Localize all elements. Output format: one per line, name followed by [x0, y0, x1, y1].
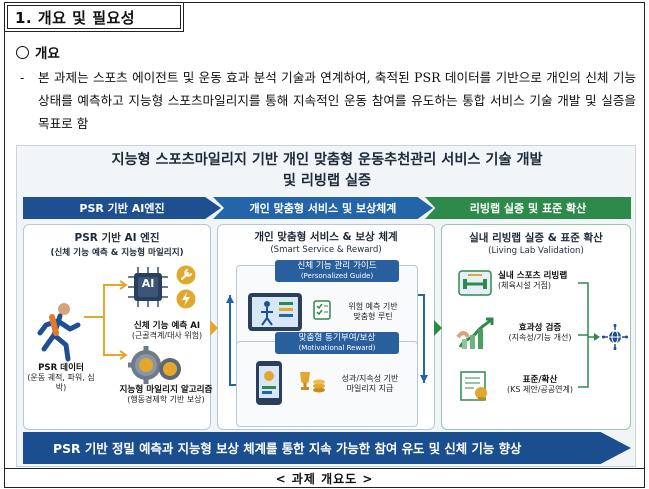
panel2-subtitle: (Smart Service & Reward)	[270, 245, 382, 255]
strip-living-lab: 리빙랩 실증 및 표준 확산	[425, 197, 631, 219]
document-frame	[4, 2, 645, 488]
gear-coin-icon	[128, 346, 181, 384]
tablet-icon	[248, 293, 302, 331]
guide-item-label: 위험 예측 기반 맞춤형 루틴	[329, 302, 417, 322]
figure-subtitle: 및 리빙랩 실증	[282, 173, 372, 189]
lightning-icon	[176, 289, 196, 309]
guide-item-line2: 맞춤형 루틴	[353, 312, 393, 321]
ai-chip-label: AI	[141, 277, 155, 290]
psr-data-title: PSR 데이터	[38, 363, 84, 373]
living-lab-item3-title: 표준/확산	[522, 375, 558, 385]
strip-ai-engine: PSR 기반 AI엔진	[23, 197, 221, 219]
living-lab-item2-detail: (지속성/기능 개선)	[508, 333, 572, 342]
panel-service-reward: 개인 맞춤형 서비스 & 보상 체계 (Smart Service & Rewa…	[217, 224, 435, 430]
bottom-goal-banner: PSR 기반 정밀 예측과 지능형 보상 체계를 통한 지속 가능한 참여 유도…	[23, 432, 631, 464]
certificate-icon	[460, 371, 487, 401]
living-lab-item3-detail: (KS 제안/공공연계)	[507, 385, 573, 394]
predict-ai-title: 신체 기능 예측 AI	[133, 321, 201, 331]
predict-ai-label: 신체 기능 예측 AI (근골격계/대사 위험)	[122, 321, 212, 341]
runner-icon	[37, 303, 81, 362]
panel3-title: 실내 리빙랩 실증 & 표준 확산	[469, 232, 603, 244]
connector-lines	[84, 280, 128, 360]
panel-living-lab: 실내 리빙랩 실증 & 표준 확산 (Living Lab Validation…	[441, 224, 631, 430]
reward-item-line1: 성과/지속성 기반	[341, 374, 399, 383]
circle-bullet-icon	[16, 45, 29, 59]
guide-head-text: 신체 기능 관리 가이드	[297, 261, 377, 271]
trophy-coin-icon	[300, 372, 325, 393]
predict-ai-detail: (근골격계/대사 위험)	[131, 331, 203, 340]
panel2-title: 개인 맞춤형 서비스 & 보상 체계	[254, 231, 398, 243]
living-lab-item3: 표준/확산 (KS 제안/공공연계)	[498, 375, 582, 395]
psr-data-detail: (운동 궤적, 파워, 심박)	[27, 373, 95, 392]
living-lab-item1-title: 실내 스포츠 리빙랩	[498, 271, 568, 281]
living-lab-item2: 효과성 검증 (지속성/기능 개선)	[502, 323, 578, 343]
living-lab-item1: 실내 스포츠 리빙랩 (체육시설 거점)	[498, 271, 582, 291]
panel1-title: PSR 기반 AI 엔진	[74, 232, 160, 244]
mileage-algo-title: 지능형 마일리지 알고리즘	[119, 385, 213, 395]
panel-arrow-2	[434, 320, 442, 336]
guide-head-en: (Personalized Guide)	[300, 272, 374, 280]
reward-item-line2: 마일리지 지급	[346, 384, 394, 393]
network-globe-icon	[602, 324, 628, 350]
panel3-subtitle: (Living Lab Validation)	[488, 246, 584, 256]
panel-ai-engine: PSR 기반 AI 엔진 (신체 기능 예측 & 지능형 마일리지) PSR 데…	[23, 224, 214, 430]
figure-title: 지능형 스포츠마일리지 기반 개인 맞춤형 운동추천관리 서비스 기술 개발	[111, 152, 543, 168]
overview-heading: 개요	[16, 42, 60, 62]
smartphone-icon	[256, 361, 282, 405]
psr-data-label: PSR 데이터 (운동 궤적, 파워, 심박)	[26, 363, 96, 393]
ai-chip-icon	[128, 267, 168, 307]
growth-chart-icon	[456, 317, 494, 349]
reward-head: 맞춤형 동기부여/보상 (Motivational Reward)	[275, 332, 399, 354]
reward-head-en: (Motivational Reward)	[298, 344, 376, 352]
cycle-arrows	[226, 294, 428, 386]
living-lab-item1-detail: (체육시설 거점)	[498, 281, 551, 290]
panel-arrow-1	[210, 320, 218, 336]
figure-caption: < 과제 개요도 >	[4, 468, 645, 488]
guide-item-line1: 위험 예측 기반	[348, 302, 398, 311]
guide-head: 신체 기능 관리 가이드 (Personalized Guide)	[275, 260, 399, 282]
reward-head-text: 맞춤형 동기부여/보상	[298, 333, 376, 343]
overview-heading-text: 개요	[35, 46, 60, 62]
overview-figure: 지능형 스포츠마일리지 기반 개인 맞춤형 운동추천관리 서비스 기술 개발 및…	[16, 145, 636, 467]
strip-service-reward: 개인 맞춤형 서비스 및 보상체계	[213, 197, 433, 219]
wrench-icon	[176, 265, 196, 285]
overview-bullet: - 본 과제는 스포츠 에이전트 및 운동 효과 분석 기술과 연계하여, 축적…	[20, 66, 636, 135]
mileage-algo-detail: (행동경제학 기반 보상)	[127, 395, 205, 404]
reward-box: 맞춤형 동기부여/보상 (Motivational Reward) 성과/지속성…	[236, 332, 418, 427]
flow-lines	[578, 282, 600, 388]
section-title: 1. 개요 및 필요성	[4, 2, 184, 32]
bullet-dash: -	[20, 70, 25, 85]
reward-item-label: 성과/지속성 기반 마일리지 지급	[325, 374, 415, 394]
panel1-subtitle: (신체 기능 예측 & 지능형 마일리지)	[50, 248, 184, 258]
gym-equipment-icon	[458, 270, 492, 296]
checklist-icon	[313, 300, 331, 320]
living-lab-item2-title: 효과성 검증	[518, 323, 562, 333]
mileage-algo-label: 지능형 마일리지 알고리즘 (행동경제학 기반 보상)	[118, 385, 214, 405]
overview-bullet-text: 본 과제는 스포츠 에이전트 및 운동 효과 분석 기술과 연계하여, 축적된 …	[38, 70, 636, 131]
